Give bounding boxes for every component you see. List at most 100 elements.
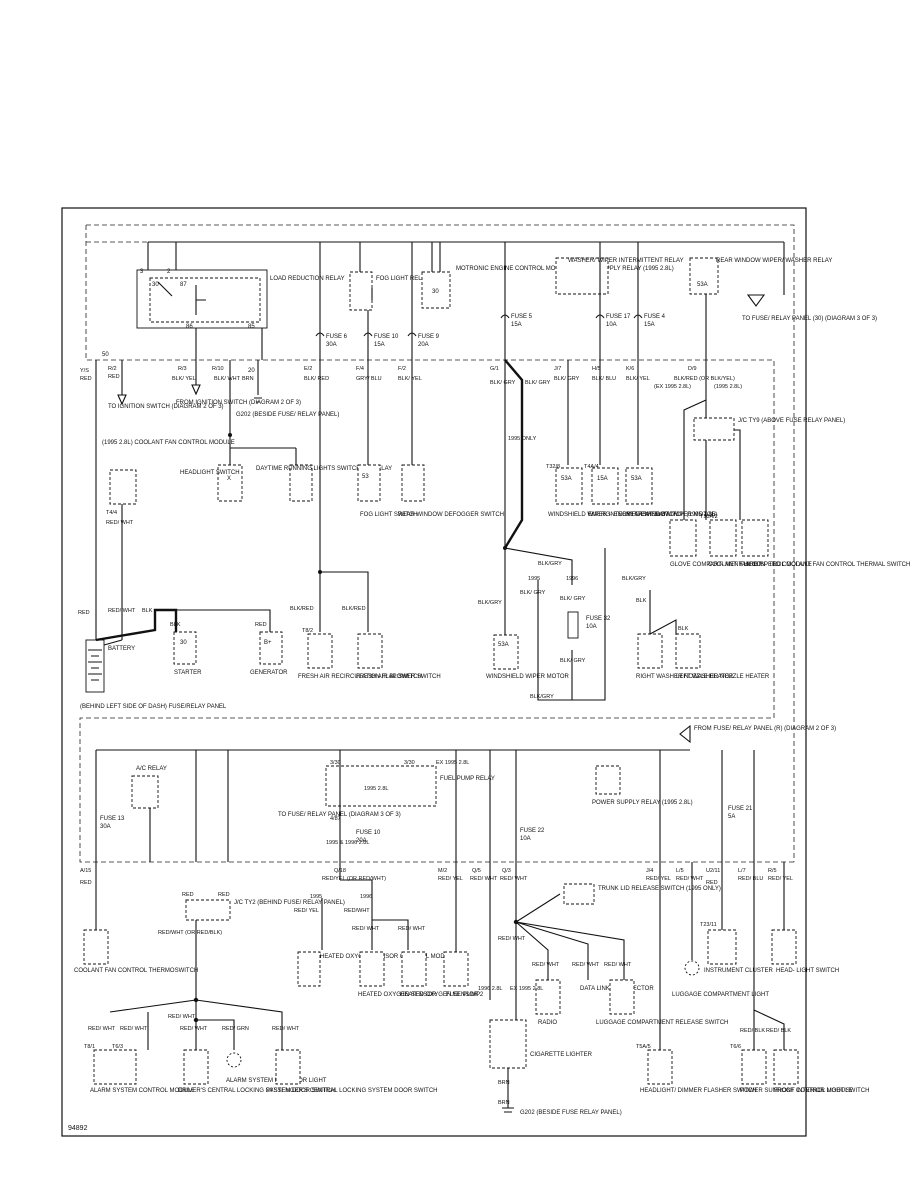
- thermoswitch-label: COOLANT FAN CONTROL THERMOSWITCH: [74, 968, 198, 974]
- luggage-light-bulb: [684, 960, 700, 976]
- load-relay-label: LOAD REDUCTION RELAY: [270, 276, 345, 282]
- wire-blk-3: BLK: [636, 598, 647, 604]
- wire-red-7: RED: [182, 892, 194, 898]
- pin-x: X: [227, 476, 231, 482]
- fuse10b-label: FUSE 10: [356, 830, 381, 836]
- ws-wiper-wires: [504, 547, 606, 701]
- fuse9-amp: 20A: [418, 342, 429, 348]
- wire-blkgry-3: BLK/ GRY: [554, 376, 580, 382]
- wire-brn-1: BRN: [242, 376, 254, 382]
- conn-q5: Q/5: [472, 868, 481, 874]
- wire-blkred-2: BLK/RED: [290, 606, 314, 612]
- 1995-28-text: (1995 2.8L): [714, 384, 742, 390]
- fuel-pump-relay-label: FUEL PUMP RELAY: [440, 776, 495, 782]
- washer-heater-wires: [649, 590, 677, 635]
- wire-redwht-4: RED/ WHT: [500, 876, 528, 882]
- pin-30: 30: [152, 282, 159, 288]
- conn-t4a: T4A/4: [584, 464, 599, 470]
- wire-redgrn: RED/ GRN: [222, 1026, 249, 1032]
- wire-redblk-2: RED/ BLK: [766, 1028, 791, 1034]
- junction-2: [318, 570, 322, 574]
- wire-blkgry-7: BLK/ GRY: [560, 596, 586, 602]
- coolant-fan-module-label: COOLANT FAN CON- TROL MODULE: [708, 562, 812, 568]
- fuse32-box: [567, 611, 579, 639]
- junction-5: [193, 1017, 199, 1023]
- wire-blkgry-6: BLK/ GRY: [520, 590, 546, 596]
- wire-blkgry-9: BLK/GRY: [530, 694, 554, 700]
- year-1996: 1996: [566, 576, 578, 582]
- conn-487: 4/87: [330, 816, 341, 822]
- year-1995: 1995: [528, 576, 540, 582]
- wire-brn-2: BRN: [498, 1080, 510, 1086]
- pin-20: 20: [248, 368, 255, 374]
- wire-blkred-1: BLK/ RED: [304, 376, 329, 382]
- wire-redwht-10: RED/ WHT: [272, 1026, 300, 1032]
- ex1995-text-1: EX 1995 2.8L: [436, 760, 469, 766]
- to-panel-text: TO FUSE/ RELAY PANEL (30) (DIAGRAM 3 OF …: [742, 316, 877, 322]
- ac-wires: [95, 750, 151, 862]
- conn-f4: F/4: [356, 366, 364, 372]
- pin-3: 3: [140, 269, 144, 275]
- front-interior-label: FRONT INTERIOR LIGHT SWITCH: [774, 1088, 869, 1094]
- junction-3: [503, 546, 507, 550]
- from-panel-r-arrow: [679, 724, 691, 744]
- g202-label: G202 (BESIDE FUSE/ RELAY PANEL): [236, 412, 339, 418]
- wire-grnblu: GRY/ BLU: [356, 376, 382, 382]
- fuse17-label: FUSE 17: [606, 314, 631, 320]
- wire-blkgry-8: BLK/ GRY: [560, 658, 586, 664]
- headlight-switch-label: HEADLIGHT SWITCH: [180, 470, 240, 476]
- wire-redyel-or: RED/YEL (OR RED/WHT): [322, 876, 386, 882]
- fuse22-amp: 10A: [520, 836, 531, 842]
- wire-blkyel-3: BLK/ YEL: [626, 376, 650, 382]
- sunroof-box: [741, 1049, 767, 1085]
- wire-blk-4: BLK: [678, 626, 689, 632]
- diagram-frame: [61, 207, 807, 1137]
- motronic-wires: [431, 242, 441, 272]
- alarm-module-box: [93, 1049, 137, 1085]
- washer-relay-box: [555, 257, 609, 295]
- rear-wiper-relay-box: [689, 257, 719, 295]
- luggage-release-label: LUGGAGE COMPARTMENT RELEASE SWITCH: [596, 1020, 728, 1026]
- g202b-label: G202 (BESIDE FUSE RELAY PANEL): [520, 1110, 622, 1116]
- wire-blkyel-1: BLK/ YEL: [172, 376, 196, 382]
- ex1995-text-2: EX 1995 2.8L: [510, 986, 543, 992]
- wire-redwht-or: RED/WHT (OR RED/BLK): [158, 930, 222, 936]
- fuse6-amp: 30A: [326, 342, 337, 348]
- conn-t4: T4/4: [106, 510, 117, 516]
- cig-lighter-box: [489, 1019, 527, 1069]
- wiper-int-pin: 53A: [561, 476, 572, 482]
- wire-blkredyel: BLK/RED (OR BLK/YEL): [674, 376, 735, 382]
- wire-redwht-13: RED/ WHT: [398, 926, 426, 932]
- hl-flasher-box: [647, 1049, 673, 1085]
- fog-switch-label: FOG LIGHT SWITCH: [360, 512, 418, 518]
- wire-redwht-8: RED/ WHT: [168, 1014, 196, 1020]
- fuel-pump-box: [443, 951, 469, 987]
- glove-box: [669, 519, 697, 557]
- conn-t8a: T8/1: [84, 1044, 95, 1050]
- conn-k6: K/6: [626, 366, 634, 372]
- left-top-wires: [95, 348, 263, 640]
- conn-r2: R/2: [108, 366, 117, 372]
- battery-loc: (BEHIND LEFT SIDE OF DASH) FUSE/RELAY PA…: [80, 704, 227, 710]
- o2-sensor2-box: [401, 951, 427, 987]
- bottom-connector-labels: A/15 RED Q/18 RED/YEL (OR RED/WHT) M/2 R…: [80, 868, 793, 886]
- pin-85: 85: [248, 324, 255, 330]
- instrument-cluster-box: [707, 929, 737, 965]
- left-washer-box: [675, 633, 701, 669]
- generator-box: [259, 631, 283, 665]
- coolant-module-box: [109, 469, 137, 505]
- generator-pin: B+: [264, 640, 272, 646]
- conn-j7: J/7: [554, 366, 561, 372]
- drl-label: DAYTIME RUNNING LIGHTS SWITCH ON RELAY: [256, 466, 392, 472]
- wire-red-6: RED: [706, 880, 718, 886]
- washer-relay-label: WASHER/ WIPER INTERMITTENT RELAY: [568, 258, 684, 264]
- luggage-light-label: LUGGAGE COMPARTMENT LIGHT: [672, 992, 769, 998]
- o2-wires: [321, 862, 409, 950]
- flap-switch-label: FRESH AIR RECIRCULATION FLAP SWITCH: [298, 674, 422, 680]
- trunk-switch-box: [563, 883, 595, 905]
- year-1996b: 1996: [360, 894, 372, 900]
- pin-87: 87: [180, 282, 187, 288]
- wire-redblk-1: RED/ BLK: [740, 1028, 765, 1034]
- left-washer-label: LEFT WASHER NOZZLE HEATER: [676, 674, 770, 680]
- thermoswitch-box: [83, 929, 109, 965]
